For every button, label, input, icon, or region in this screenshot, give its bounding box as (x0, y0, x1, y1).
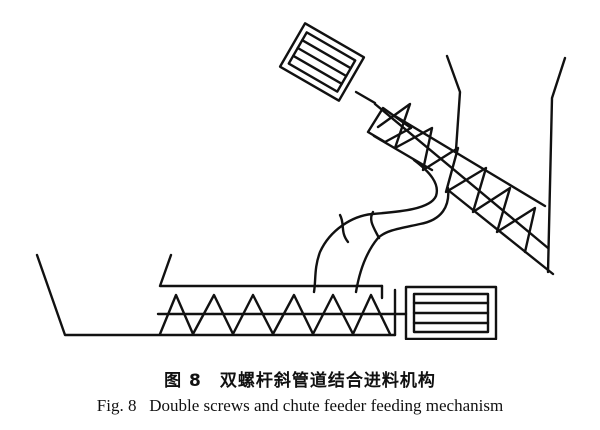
connecting-chute (312, 158, 450, 294)
lower-horizontal-screw-conveyor (156, 293, 408, 336)
chute-outer-wall (312, 158, 439, 294)
figure-caption-chinese: 图 8 双螺杆斜管道结合进料机构 (164, 371, 436, 391)
lower-motor-housing (404, 285, 498, 340)
upper-screw-flight (376, 102, 537, 254)
upper-screw-barrel-lower-wall (446, 188, 555, 276)
upper-drive-shaft (354, 90, 377, 105)
chute-upper-joint (369, 210, 381, 240)
upper-inclined-screw-conveyor (366, 102, 555, 276)
upper-hopper (445, 54, 567, 274)
chute-inner-wall (354, 186, 450, 294)
lower-motor (404, 285, 498, 340)
feeding-mechanism-diagram (35, 22, 567, 340)
lower-hopper-inner-wall (158, 253, 320, 288)
upper-hopper-right-wall (546, 56, 567, 274)
chute-lower-joint (338, 213, 350, 244)
upper-motor-housing (278, 22, 366, 102)
upper-screw-barrel-top-edge (393, 114, 547, 208)
lower-screw-flight (158, 293, 392, 336)
upper-screw-shaft (373, 102, 550, 250)
upper-hopper-left-wall (445, 54, 462, 152)
upper-motor (278, 22, 366, 102)
lower-hopper (35, 253, 397, 337)
upper-screw-barrel-bottom-wall (372, 134, 434, 172)
lower-hopper-outer-wall (35, 253, 397, 337)
figure-caption-english: Fig. 8 Double screws and chute feeder fe… (96, 396, 504, 415)
